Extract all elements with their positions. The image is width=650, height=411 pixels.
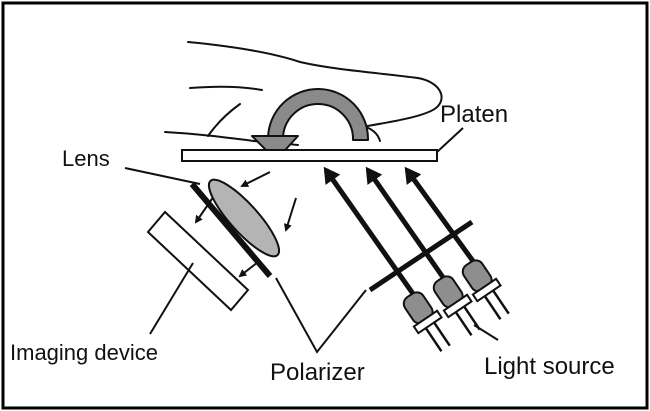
- light-ray: [323, 166, 419, 300]
- polarizer-label: Polarizer: [270, 359, 365, 386]
- imaging-device-leader: [149, 262, 194, 335]
- light-rays: [323, 166, 481, 300]
- polarizer-leader: [275, 277, 367, 354]
- light-source-label: Light source: [484, 353, 615, 380]
- imaging-device-label: Imaging device: [10, 340, 158, 365]
- lens: [207, 178, 281, 258]
- light-ray: [365, 166, 450, 285]
- imaging-device: [146, 210, 250, 312]
- curved-arrow-icon: [251, 88, 370, 161]
- lens-leader: [124, 167, 201, 185]
- platen-leader: [436, 127, 464, 153]
- light-source-leader: [473, 324, 499, 341]
- reflected-rays: [194, 171, 297, 278]
- platen-label: Platen: [440, 101, 508, 128]
- polarizer-lens-side: [189, 182, 273, 278]
- led-icon: [402, 291, 451, 352]
- led-icon: [461, 259, 510, 320]
- polarizer-source-side: [368, 219, 474, 293]
- platen: [181, 149, 438, 162]
- light-source: [402, 259, 510, 352]
- lens-label: Lens: [62, 146, 110, 171]
- light-ray: [404, 166, 481, 270]
